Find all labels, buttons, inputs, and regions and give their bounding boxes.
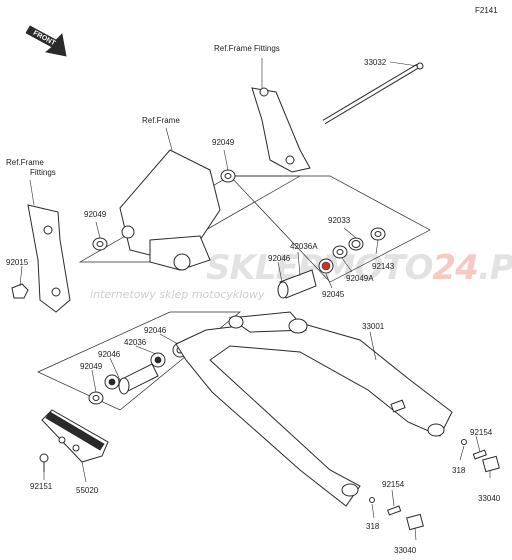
label-92154-b: 92154: [382, 480, 405, 489]
label-92046-a: 92046: [268, 254, 291, 263]
label-318-a: 318: [452, 466, 466, 475]
collar-92033: [348, 237, 364, 251]
leader-lines: [19, 58, 491, 541]
right-frame-fitting: [251, 87, 311, 173]
label-33040-b: 33040: [394, 546, 417, 555]
nut-92015: [11, 283, 29, 299]
label-92049A: 92049A: [346, 274, 374, 283]
watermark-tagline: internetowy sklep motocyklowy: [90, 288, 265, 301]
label-92151: 92151: [30, 482, 53, 491]
diagram-code: F2141: [475, 6, 498, 15]
left-frame-fitting: [27, 204, 71, 313]
label-318-b: 318: [366, 522, 380, 531]
label-92033: 92033: [328, 216, 351, 225]
label-92046-c: 92046: [98, 350, 121, 359]
watermark-brand-accent: 24: [432, 248, 478, 288]
label-92049-b: 92049: [84, 210, 107, 219]
label-ref-frame: Ref.Frame: [142, 116, 180, 125]
washer-92049A: [332, 245, 348, 259]
upper-bushing-frame: [229, 175, 431, 283]
sleeve-42036: [118, 363, 159, 395]
bearing-92045: [318, 258, 334, 274]
label-92015: 92015: [6, 258, 29, 267]
label-92049-c: 92049: [80, 362, 103, 371]
label-92049-a: 92049: [212, 138, 235, 147]
label-33001: 33001: [362, 322, 385, 331]
label-ref-frame-left-2: Fittings: [30, 168, 56, 177]
bolt-92154-a: [472, 449, 487, 460]
washer-92049-lower: [88, 391, 104, 405]
washer-318-a: [461, 439, 467, 445]
washer-92049-upper: [220, 169, 236, 183]
chain-guide-55020: [41, 409, 109, 463]
label-92154-a: 92154: [470, 428, 493, 437]
plate-33040-b: [406, 513, 424, 531]
frame-section: [119, 149, 221, 271]
label-ref-frame-fittings-top: Ref.Frame Fittings: [214, 44, 280, 53]
front-arrow-icon: [25, 25, 67, 57]
label-ref-frame-left-1: Ref.Frame: [6, 158, 44, 167]
label-92143: 92143: [372, 262, 395, 271]
bearing-92046-a: [104, 374, 120, 390]
label-55020: 55020: [76, 486, 99, 495]
sleeve-42036A: [277, 269, 317, 299]
bolt-92151: [39, 453, 49, 472]
seal-92143: [370, 227, 386, 241]
plate-33040-a: [482, 455, 500, 473]
swingarm-33001: [175, 311, 453, 507]
label-92046-b: 92046: [144, 326, 167, 335]
label-92045: 92045: [322, 290, 345, 299]
bearing-92046-b: [150, 352, 166, 368]
label-42036A: 42036A: [290, 242, 318, 251]
washer-318-b: [369, 497, 375, 503]
washer-92049-mid: [92, 237, 108, 251]
bolt-92154-b: [387, 505, 402, 516]
label-33032: 33032: [364, 58, 387, 67]
watermark-domain: .PL: [477, 248, 512, 288]
watermark-logo: SKLEPMOTO24.PL: [206, 248, 512, 288]
pivot-shaft-33032: [322, 62, 424, 125]
label-42036: 42036: [124, 338, 147, 347]
label-33040-a: 33040: [478, 494, 501, 503]
